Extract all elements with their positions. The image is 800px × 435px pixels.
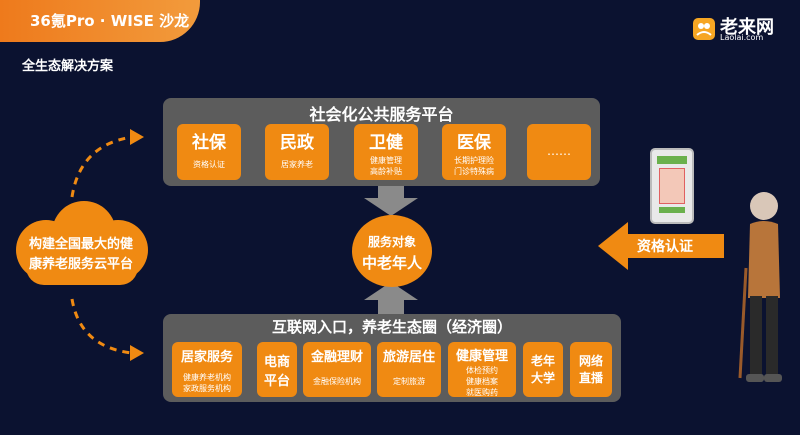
eco-item-title: 健康管理 bbox=[455, 349, 508, 364]
eco-item-sub: 健康养老机构 bbox=[183, 373, 231, 382]
eco-item-finance: 金融理财 金融保险机构 bbox=[303, 342, 371, 397]
platform-item-title: 卫健 bbox=[369, 133, 403, 153]
brand-title: 36氪Pro · WISE 沙龙 bbox=[30, 12, 190, 30]
service-target-label: 服务对象 bbox=[367, 235, 416, 249]
platform-item-title: …… bbox=[547, 144, 571, 158]
cloud-platform-text: 构建全国最大的健 康养老服务云平台 bbox=[16, 235, 146, 275]
service-target-circle bbox=[352, 215, 432, 287]
platform-item-civil-affairs: 民政 居家养老 bbox=[265, 124, 329, 180]
platform-item-title: 民政 bbox=[280, 133, 314, 153]
platform-item-title: 医保 bbox=[457, 133, 491, 153]
eco-item-live-stream: 网络 直播 bbox=[570, 342, 612, 397]
logo-name: 老来网 bbox=[720, 17, 774, 38]
eco-item-senior-university: 老年 大学 bbox=[523, 342, 563, 397]
dashed-arrow-down-icon bbox=[70, 298, 144, 361]
platform-title: 社会化公共服务平台 bbox=[309, 105, 454, 124]
page-title: 全生态解决方案 bbox=[22, 59, 114, 74]
platform-item-sub: 门诊特殊病 bbox=[454, 167, 494, 176]
verify-arrow-icon bbox=[598, 222, 724, 270]
platform-item-sub: 长期护理险 bbox=[454, 156, 494, 165]
platform-item-sub: 健康管理 bbox=[370, 156, 402, 165]
eco-item-health-management: 健康管理 体检预约 健康档案 就医购药 bbox=[448, 342, 516, 397]
ecosystem-title: 互联网入口，养老生态圈（经济圈） bbox=[271, 318, 512, 336]
platform-item-sub: 资格认证 bbox=[193, 160, 225, 169]
eco-item-travel: 旅游居住 定制旅游 bbox=[377, 342, 441, 397]
eco-item-sub: 定制旅游 bbox=[393, 377, 425, 386]
platform-item-sub: 居家养老 bbox=[281, 160, 313, 169]
cloud-line-1: 构建全国最大的健 bbox=[28, 237, 133, 252]
phone-icon bbox=[650, 148, 694, 224]
eco-item-sub: 体检预约 bbox=[466, 366, 498, 375]
up-arrow-icon bbox=[364, 282, 418, 314]
header-banner bbox=[0, 0, 200, 42]
laolai-logo-icon bbox=[693, 18, 715, 40]
eco-item-title: 旅游居住 bbox=[382, 350, 435, 365]
platform-item-health: 卫健 健康管理 高龄补贴 bbox=[354, 124, 418, 180]
platform-item-social-security: 社保 资格认证 bbox=[177, 124, 241, 180]
platform-item-title: 社保 bbox=[192, 133, 226, 153]
service-target-value: 中老年人 bbox=[361, 254, 422, 272]
eco-item-ecommerce: 电商 平台 bbox=[257, 342, 297, 397]
eco-item-title-2: 大学 bbox=[530, 371, 555, 385]
eco-item-sub: 金融保险机构 bbox=[313, 377, 361, 386]
eco-item-sub: 健康档案 bbox=[466, 377, 498, 386]
eco-item-title: 金融理财 bbox=[310, 350, 363, 365]
eco-item-title-2: 平台 bbox=[263, 374, 290, 389]
eco-item-sub: 就医购药 bbox=[466, 388, 498, 397]
eco-item-sub: 家政服务机构 bbox=[183, 384, 231, 393]
cloud-line-2: 康养老服务云平台 bbox=[28, 257, 133, 272]
eco-item-title: 老年 bbox=[530, 354, 555, 368]
eco-item-title: 电商 bbox=[263, 355, 290, 370]
eco-item-home-service: 居家服务 健康养老机构 家政服务机构 bbox=[172, 342, 242, 397]
platform-item-sub: 高龄补贴 bbox=[370, 167, 402, 176]
eco-item-title: 网络 bbox=[578, 354, 603, 368]
eco-item-title-2: 直播 bbox=[578, 371, 603, 385]
logo-url: Laolai.com bbox=[720, 33, 764, 42]
verify-label: 资格认证 bbox=[637, 239, 693, 255]
cloud-icon bbox=[16, 201, 148, 285]
dashed-arrow-up-icon bbox=[70, 129, 144, 198]
platform-item-medical-insurance: 医保 长期护理险 门诊特殊病 bbox=[442, 124, 506, 180]
eco-item-title: 居家服务 bbox=[180, 350, 233, 365]
down-arrow-icon bbox=[364, 186, 418, 216]
platform-item-more: …… bbox=[527, 124, 591, 180]
elderly-person-icon bbox=[738, 192, 782, 382]
